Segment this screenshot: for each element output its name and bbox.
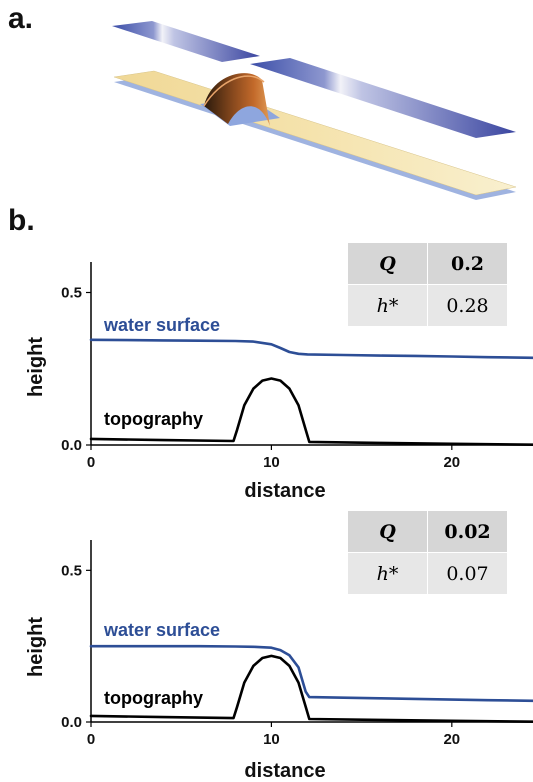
y-axis-label: height bbox=[25, 337, 47, 397]
water-surface-line bbox=[89, 338, 533, 360]
topography-label: topography bbox=[104, 409, 203, 429]
x-tick-label: 10 bbox=[263, 454, 280, 471]
topography-strip bbox=[113, 70, 517, 196]
q-value: 0.2 bbox=[427, 242, 508, 285]
x-tick-label: 20 bbox=[443, 454, 460, 471]
x-tick-label: 10 bbox=[263, 731, 280, 748]
h-symbol: h* bbox=[347, 284, 428, 327]
flow-illustration bbox=[112, 21, 517, 200]
water-surface-line bbox=[89, 644, 533, 703]
chart-q-0.02: 0 10 20 0.0 0.5 height distance water surfac… bbox=[25, 540, 533, 782]
water-strip-right bbox=[250, 58, 516, 138]
x-axis-label: distance bbox=[244, 480, 325, 502]
y-axis-label: height bbox=[25, 617, 47, 677]
topography-line bbox=[89, 654, 533, 723]
series-group bbox=[89, 338, 533, 446]
x-tick-label: 0 bbox=[87, 731, 95, 748]
chart-q-0.2: 0 10 20 0.0 0.5 height distance water surfac… bbox=[25, 262, 533, 502]
panel-label-a: a. bbox=[8, 2, 34, 35]
panel-label-b: b. bbox=[8, 204, 35, 237]
q-symbol: Q bbox=[347, 510, 428, 553]
series-group bbox=[89, 644, 533, 723]
topography-line bbox=[89, 377, 533, 446]
y-tick-label: 0.5 bbox=[61, 285, 82, 302]
h-symbol: h* bbox=[347, 552, 428, 595]
x-axis-label: distance bbox=[244, 760, 325, 782]
water-surface-label: water surface bbox=[103, 315, 220, 335]
y-tick-label: 0.5 bbox=[61, 562, 82, 579]
q-symbol: Q bbox=[347, 242, 428, 285]
y-tick-label: 0.0 bbox=[61, 437, 82, 454]
water-strip-left bbox=[112, 21, 260, 62]
parameter-table-1: Q 0.2 h* 0.28 bbox=[347, 242, 508, 327]
x-tick-label: 0 bbox=[87, 454, 95, 471]
h-value: 0.07 bbox=[427, 552, 508, 595]
axes: 0 10 20 0.0 0.5 bbox=[61, 262, 533, 471]
parameter-table-2: Q 0.02 h* 0.07 bbox=[347, 510, 508, 595]
y-tick-label: 0.0 bbox=[61, 714, 82, 731]
topography-label: topography bbox=[104, 688, 203, 708]
water-surface-label: water surface bbox=[103, 620, 220, 640]
topography-bump-ridge bbox=[203, 75, 265, 107]
h-value: 0.28 bbox=[427, 284, 508, 327]
x-tick-label: 20 bbox=[443, 731, 460, 748]
q-value: 0.02 bbox=[427, 510, 508, 553]
